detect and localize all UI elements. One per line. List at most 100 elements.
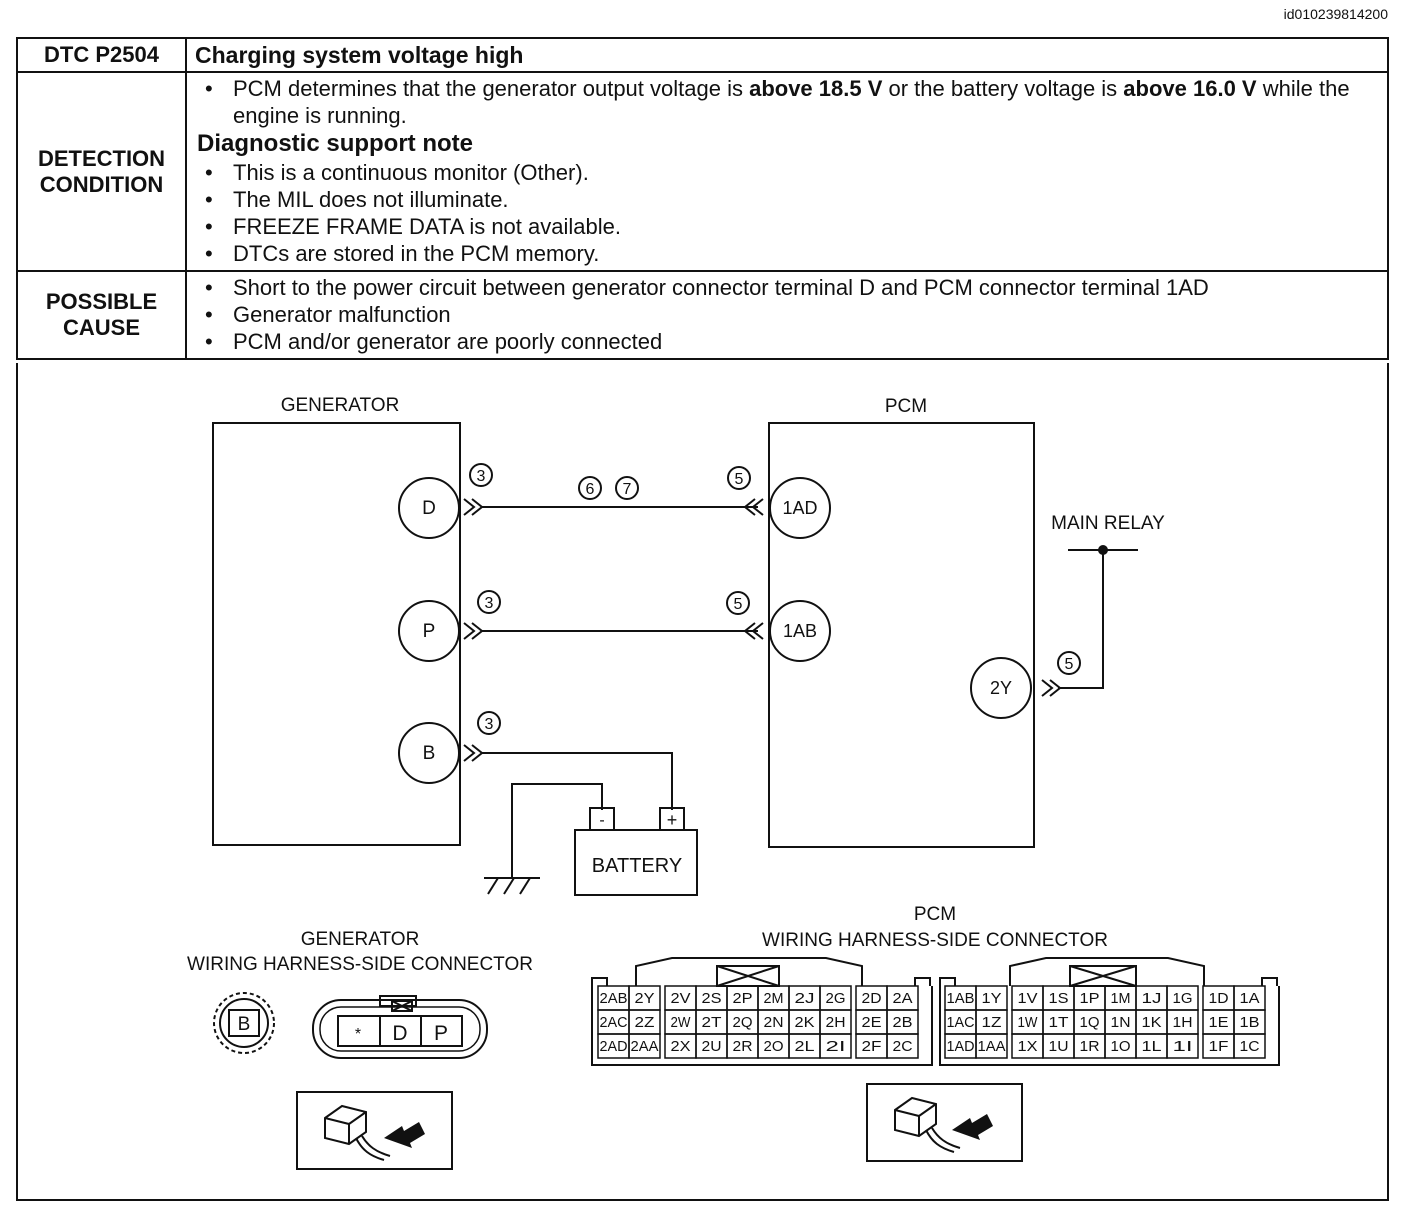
pcm-label: PCM bbox=[885, 396, 927, 417]
pcm-terminal-label: 2A bbox=[893, 990, 913, 1007]
detection-row: DETECTION CONDITION PCM determines that … bbox=[16, 71, 1389, 272]
pcm-terminal-label: 2L bbox=[795, 1038, 815, 1055]
terminal-label: B bbox=[423, 743, 436, 764]
pcm-terminal-label: 1H bbox=[1173, 1014, 1193, 1031]
detection-main-item: PCM determines that the generator output… bbox=[197, 75, 1379, 129]
step-number: 7 bbox=[623, 481, 632, 498]
generator-connector-title: GENERATOR bbox=[301, 929, 420, 950]
pcm-terminal-label: 1AA bbox=[978, 1038, 1006, 1055]
pcm-terminal-label: 2AA bbox=[631, 1038, 659, 1055]
support-note-list: This is a continuous monitor (Other). Th… bbox=[197, 159, 1379, 267]
detection-bold-1: above 18.5 V bbox=[749, 76, 883, 101]
pcm-terminal-label: 1I bbox=[1173, 1038, 1193, 1055]
terminal-label: 1AD bbox=[782, 498, 817, 518]
pcm-terminal-label: 2U bbox=[702, 1038, 722, 1055]
cause-label: POSSIBLE CAUSE bbox=[16, 270, 187, 360]
ground-icon bbox=[484, 877, 540, 895]
detection-text-3: while the engine is running. bbox=[233, 76, 1350, 128]
battery-box bbox=[574, 829, 698, 896]
generator-single-terminal-connector bbox=[213, 992, 275, 1054]
cause-label-line2: CAUSE bbox=[62, 315, 140, 340]
pcm-terminal-label: 2Y bbox=[635, 990, 655, 1007]
pcm-terminal-label: 1L bbox=[1142, 1038, 1162, 1055]
connector-symbol bbox=[463, 622, 484, 640]
pcm-terminal-cell bbox=[886, 1033, 919, 1059]
pcm-terminal-label: 1F bbox=[1209, 1038, 1229, 1055]
pcm-terminal-label: 1U bbox=[1049, 1038, 1069, 1055]
terminal-label: 1AB bbox=[783, 621, 817, 641]
cause-label-line1: POSSIBLE bbox=[45, 289, 158, 314]
step-number: 5 bbox=[1065, 656, 1074, 673]
pcm-terminal-label: 2T bbox=[702, 1014, 722, 1031]
pcm-terminal-label: 2K bbox=[795, 1014, 815, 1031]
connector-symbol bbox=[463, 744, 484, 762]
pcm-terminal-label: 1AB bbox=[947, 990, 975, 1007]
generator-connector-terminal: P bbox=[434, 1022, 448, 1045]
pcm-terminal-label: 2Q bbox=[733, 1014, 753, 1031]
pcm-terminal-label: 1AC bbox=[947, 1014, 975, 1031]
dtc-title: Charging system voltage high bbox=[185, 37, 1389, 73]
pcm-box bbox=[768, 422, 1035, 848]
pcm-terminal-label: 1X bbox=[1018, 1038, 1038, 1055]
step-marker bbox=[727, 466, 751, 490]
step-marker bbox=[726, 591, 750, 615]
support-note-item: The MIL does not illuminate. bbox=[197, 186, 1379, 213]
pcm-terminal-label: 1Q bbox=[1080, 1014, 1100, 1031]
pcm-terminal-label: 2AC bbox=[600, 1014, 628, 1031]
pcm-connector-housing bbox=[591, 957, 1280, 1066]
cause-item: PCM and/or generator are poorly connecte… bbox=[197, 328, 1379, 355]
detection-bold-2: above 16.0 V bbox=[1123, 76, 1257, 101]
support-note-heading: Diagnostic support note bbox=[197, 130, 473, 157]
pcm-terminal-label: 2M bbox=[764, 990, 784, 1007]
pcm-terminal-label: 2G bbox=[826, 990, 846, 1007]
pcm-connector-title: PCM bbox=[914, 904, 956, 925]
pcm-terminal-label: 1K bbox=[1142, 1014, 1162, 1031]
generator-terminal-b bbox=[398, 722, 460, 784]
pcm-terminal-cell bbox=[975, 1033, 1008, 1059]
step-number: 3 bbox=[485, 595, 494, 612]
pcm-terminal-label: 1Y bbox=[982, 990, 1002, 1007]
pcm-terminal-label: 1W bbox=[1018, 1014, 1039, 1031]
pcm-terminal-label: 1N bbox=[1111, 1014, 1131, 1031]
detection-body: PCM determines that the generator output… bbox=[185, 71, 1389, 272]
main-relay-label: MAIN RELAY bbox=[1051, 513, 1165, 534]
pcm-terminal-label: 1C bbox=[1240, 1038, 1260, 1055]
pcm-terminal-cell bbox=[1233, 1033, 1266, 1059]
step-marker bbox=[1057, 651, 1081, 675]
cause-list: Short to the power circuit between gener… bbox=[197, 274, 1379, 355]
cause-row: POSSIBLE CAUSE Short to the power circui… bbox=[16, 270, 1389, 360]
pcm-terminal-label: 2X bbox=[671, 1038, 691, 1055]
pcm-terminal-label: 1S bbox=[1049, 990, 1069, 1007]
pcm-terminal-label: 1AD bbox=[947, 1038, 975, 1055]
connector-symbol bbox=[463, 498, 484, 516]
pcm-terminal-1ab bbox=[769, 600, 831, 662]
generator-label: GENERATOR bbox=[281, 395, 400, 416]
pcm-terminal-label: 1T bbox=[1049, 1014, 1069, 1031]
generator-terminal-p bbox=[398, 600, 460, 662]
battery-positive-post bbox=[659, 807, 685, 831]
pcm-terminal-label: 1O bbox=[1111, 1038, 1131, 1055]
battery-negative-post bbox=[589, 807, 615, 831]
harness-view-icon bbox=[866, 1083, 1023, 1162]
generator-box bbox=[212, 422, 461, 846]
detection-label-line1: DETECTION bbox=[37, 145, 166, 171]
dtc-code: DTC P2504 bbox=[16, 37, 187, 73]
pcm-terminal-label: 1B bbox=[1240, 1014, 1260, 1031]
wire-b-battery bbox=[482, 752, 673, 810]
step-marker bbox=[578, 476, 602, 500]
step-marker bbox=[469, 463, 493, 487]
pcm-terminal-label: 2N bbox=[764, 1014, 784, 1031]
generator-connector-subtitle: WIRING HARNESS-SIDE CONNECTOR bbox=[187, 954, 533, 975]
support-note-item: FREEZE FRAME DATA is not available. bbox=[197, 213, 1379, 240]
pcm-terminal-label: 1J bbox=[1142, 990, 1162, 1007]
pcm-terminal-label: 2P bbox=[733, 990, 753, 1007]
support-note-item: DTCs are stored in the PCM memory. bbox=[197, 240, 1379, 267]
step-marker bbox=[477, 590, 501, 614]
pcm-terminal-cell bbox=[628, 1033, 661, 1059]
generator-connector-terminal: B bbox=[238, 1014, 251, 1035]
pcm-terminal-label: 2I bbox=[826, 1038, 846, 1055]
detection-text-2: or the battery voltage is bbox=[882, 76, 1124, 101]
support-note-item: This is a continuous monitor (Other). bbox=[197, 159, 1379, 186]
